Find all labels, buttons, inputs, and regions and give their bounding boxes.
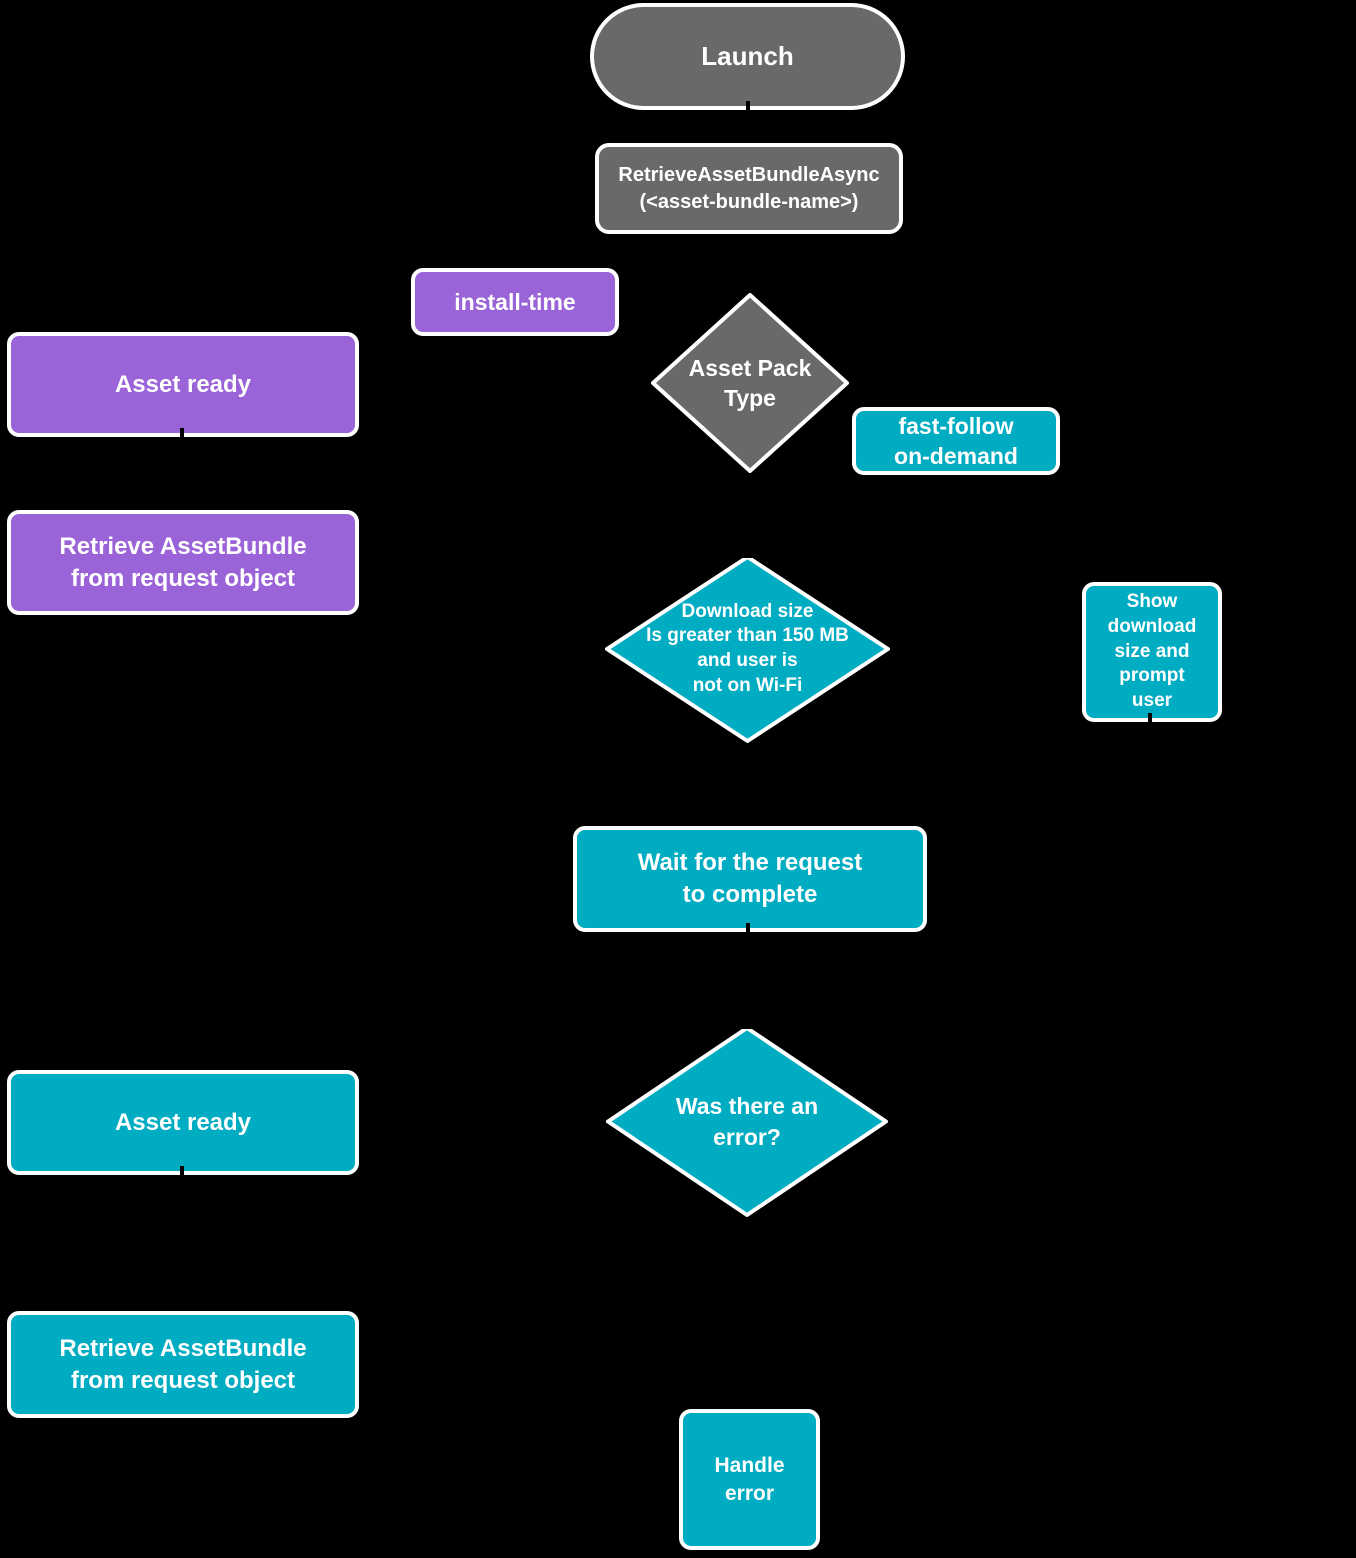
diamond-shape <box>651 293 849 473</box>
node-asset-pack-type-decision: Asset Pack Type <box>650 292 850 474</box>
node-retrieve-assetbundle-install: Retrieve AssetBundle from request object <box>7 510 359 615</box>
connector-notch-asset-ready-install-bottom <box>180 428 184 441</box>
node-label: Was there an error? <box>675 1093 819 1150</box>
node-error-decision: Was there an error? <box>605 1025 889 1218</box>
connector-notch-show-prompt-bottom <box>1148 713 1152 726</box>
node-wait-for-request: Wait for the request to complete <box>573 826 927 932</box>
diamond-shape <box>606 1026 888 1217</box>
node-label: Asset Pack Type <box>688 354 812 411</box>
connector-notch-error-diamond-apex <box>736 1020 759 1029</box>
node-handle-error: Handle error <box>679 1409 820 1550</box>
connector-notch-wait-bottom <box>746 923 750 936</box>
node-fast-follow-on-demand-branch: fast-follow on-demand <box>852 407 1060 475</box>
node-retrieve-assetbundle-download: Retrieve AssetBundle from request object <box>7 1311 359 1418</box>
connector-notch-download-diamond-apex <box>736 549 759 558</box>
node-show-download-prompt: Show download size and prompt user <box>1082 582 1222 722</box>
diamond-shape <box>605 555 890 743</box>
node-asset-ready-download: Asset ready <box>7 1070 359 1175</box>
node-download-size-decision: Download size Is greater than 150 MB and… <box>604 554 891 744</box>
node-label: Download size Is greater than 150 MB and… <box>646 600 849 696</box>
connector-notch-launch-bottom <box>746 101 750 114</box>
node-asset-ready-install: Asset ready <box>7 332 359 437</box>
node-install-time-branch: install-time <box>411 268 619 336</box>
connector-notch-asset-ready-download-bottom <box>180 1166 184 1179</box>
node-retrieve-assetbundle-async: RetrieveAssetBundleAsync (<asset-bundle-… <box>595 143 903 234</box>
node-launch: Launch <box>590 3 905 110</box>
